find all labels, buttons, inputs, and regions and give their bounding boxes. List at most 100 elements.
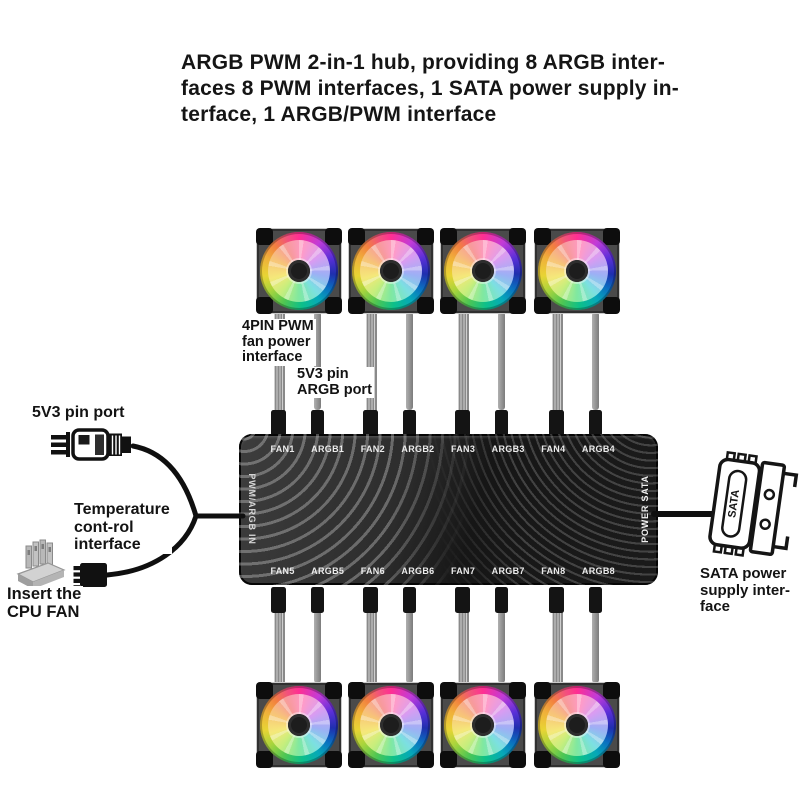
fan-corner-tab <box>534 297 551 314</box>
port-label: ARGB8 <box>581 566 615 576</box>
cable-connector <box>363 410 378 436</box>
callout-line: CPU FAN <box>7 602 80 621</box>
port-label: FAN6 <box>360 566 385 576</box>
hub-arc-pattern-right <box>423 434 658 585</box>
cable-connector <box>549 410 564 436</box>
argb-cable <box>592 312 599 410</box>
pwm-ribbon-cable <box>458 312 469 412</box>
pwm-ribbon-cable <box>366 312 377 412</box>
fan-corner-tab <box>417 228 434 245</box>
fan-hub-cap <box>380 260 402 282</box>
headline: ARGB PWM 2-in-1 hub, providing 8 ARGB in… <box>181 50 741 128</box>
callout-line: interface <box>74 536 141 553</box>
headline-line: ARGB PWM 2-in-1 hub, providing 8 ARGB in… <box>181 51 666 74</box>
fan2-cable-group <box>349 312 433 436</box>
cable-connector <box>271 410 286 436</box>
callout-line: cont-rol <box>74 518 134 536</box>
pwm-fan-power-callout: 4PIN PWM fan power interface <box>240 318 316 366</box>
port-label: ARGB4 <box>581 444 615 454</box>
fan-corner-tab <box>603 297 620 314</box>
rgb-fan <box>440 682 526 768</box>
argb-cable <box>498 611 505 683</box>
fan-corner-tab <box>348 228 365 245</box>
cable-connector <box>363 587 378 613</box>
3pin-plug-icon <box>51 428 131 461</box>
fan7-cable-group <box>441 586 525 683</box>
fan-corner-tab <box>256 751 273 768</box>
fan-hub-cap <box>288 260 310 282</box>
argb-cable <box>498 312 505 410</box>
fan-hub-cap <box>566 260 588 282</box>
pin-port-callout: 5V3 pin port <box>30 404 127 422</box>
argb-cable <box>406 611 413 683</box>
callout-line: 5V3 pin <box>297 366 349 382</box>
hub-top-port-labels: FAN1 ARGB1 FAN2 ARGB2 FAN3 ARGB3 FAN4 AR… <box>260 444 621 454</box>
fan-corner-tab <box>440 751 457 768</box>
port-label: FAN7 <box>450 566 476 576</box>
callout-line: interface <box>242 349 303 365</box>
left-cable-art <box>16 428 246 590</box>
fan-corner-tab <box>325 682 342 699</box>
callout-line: fan power <box>242 333 311 350</box>
fan-corner-tab <box>534 682 551 699</box>
callout-line: ARGB port <box>297 381 372 398</box>
callout-line: 4PIN PWM <box>242 318 314 334</box>
fan-corner-tab <box>325 228 342 245</box>
pwm-ribbon-cable <box>458 611 469 683</box>
sata-connector-icon: SATA <box>708 450 799 557</box>
hub-arc-pattern-left <box>239 434 508 585</box>
port-label: ARGB7 <box>491 566 525 576</box>
y-splitter-cable <box>104 443 246 578</box>
port-label: ARGB2 <box>401 444 435 454</box>
argb-cable <box>592 611 599 683</box>
fan-hub-cap <box>288 714 310 736</box>
fan-corner-tab <box>509 228 526 245</box>
pwm-ribbon-cable <box>366 611 377 683</box>
argb-port-callout: 5V3 pin ARGB port <box>295 366 374 398</box>
fan-hub-cap <box>472 260 494 282</box>
rgb-fan <box>348 682 434 768</box>
callout-line: SATA power <box>700 565 787 582</box>
fan-corner-tab <box>417 751 434 768</box>
callout-line: Temperature <box>74 501 170 518</box>
cpu-fan-callout: Insert the CPU FAN <box>5 585 84 621</box>
sata-power-callout: SATA power supply inter- face <box>698 565 793 616</box>
fan-corner-tab <box>603 682 620 699</box>
pwm-ribbon-cable <box>274 611 285 683</box>
hub-bottom-port-labels: FAN5 ARGB5 FAN6 ARGB6 FAN7 ARGB7 FAN8 AR… <box>260 566 621 576</box>
fan-corner-tab <box>348 751 365 768</box>
callout-line: face <box>700 598 731 615</box>
fan-corner-tab <box>348 682 365 699</box>
rgb-fan <box>440 228 526 314</box>
fan-corner-tab <box>256 682 273 699</box>
cable-connector <box>455 587 470 613</box>
fan-corner-tab <box>417 682 434 699</box>
pwm-ribbon-cable <box>552 611 563 683</box>
pwm-ribbon-cable <box>552 312 563 412</box>
fan3-cable-group <box>441 312 525 436</box>
fan-corner-tab <box>256 297 273 314</box>
cable-connector <box>495 587 508 613</box>
fan-corner-tab <box>509 297 526 314</box>
rgb-fan <box>534 228 620 314</box>
fan-corner-tab <box>348 297 365 314</box>
argb-cable <box>314 312 321 410</box>
argb-cable <box>314 611 321 683</box>
fan-hub-cap <box>472 714 494 736</box>
temperature-callout: Temperature cont-rol interface <box>72 501 172 554</box>
fan-corner-tab <box>534 228 551 245</box>
callout-line: Insert the <box>7 585 82 603</box>
headline-line: faces 8 PWM interfaces, 1 SATA power sup… <box>181 77 679 100</box>
fan-corner-tab <box>325 751 342 768</box>
fan-corner-tab <box>417 297 434 314</box>
port-label: FAN5 <box>270 566 295 576</box>
port-label: FAN8 <box>541 566 566 576</box>
cable-connector <box>589 410 602 436</box>
cable-connector <box>589 587 602 613</box>
fan-corner-tab <box>440 682 457 699</box>
cable-connector <box>311 410 324 436</box>
power-sata-label: POWER SATA <box>640 475 650 543</box>
port-label: FAN2 <box>360 444 385 454</box>
cpu-fan-header-icon <box>16 539 66 589</box>
